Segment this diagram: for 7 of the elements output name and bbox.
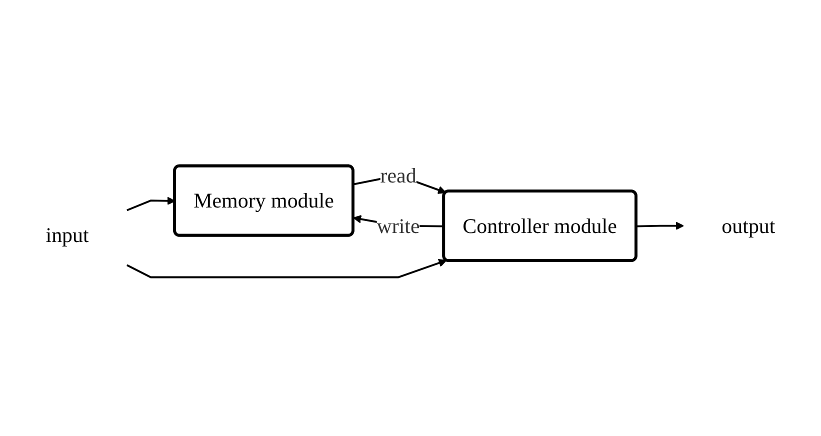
node-text: output bbox=[722, 213, 776, 238]
edge-label: read bbox=[380, 162, 416, 187]
arrow bbox=[636, 221, 684, 230]
arrow bbox=[126, 196, 176, 211]
arrow bbox=[126, 258, 447, 278]
edge-label: write bbox=[376, 213, 420, 238]
node-text: input bbox=[46, 222, 89, 246]
